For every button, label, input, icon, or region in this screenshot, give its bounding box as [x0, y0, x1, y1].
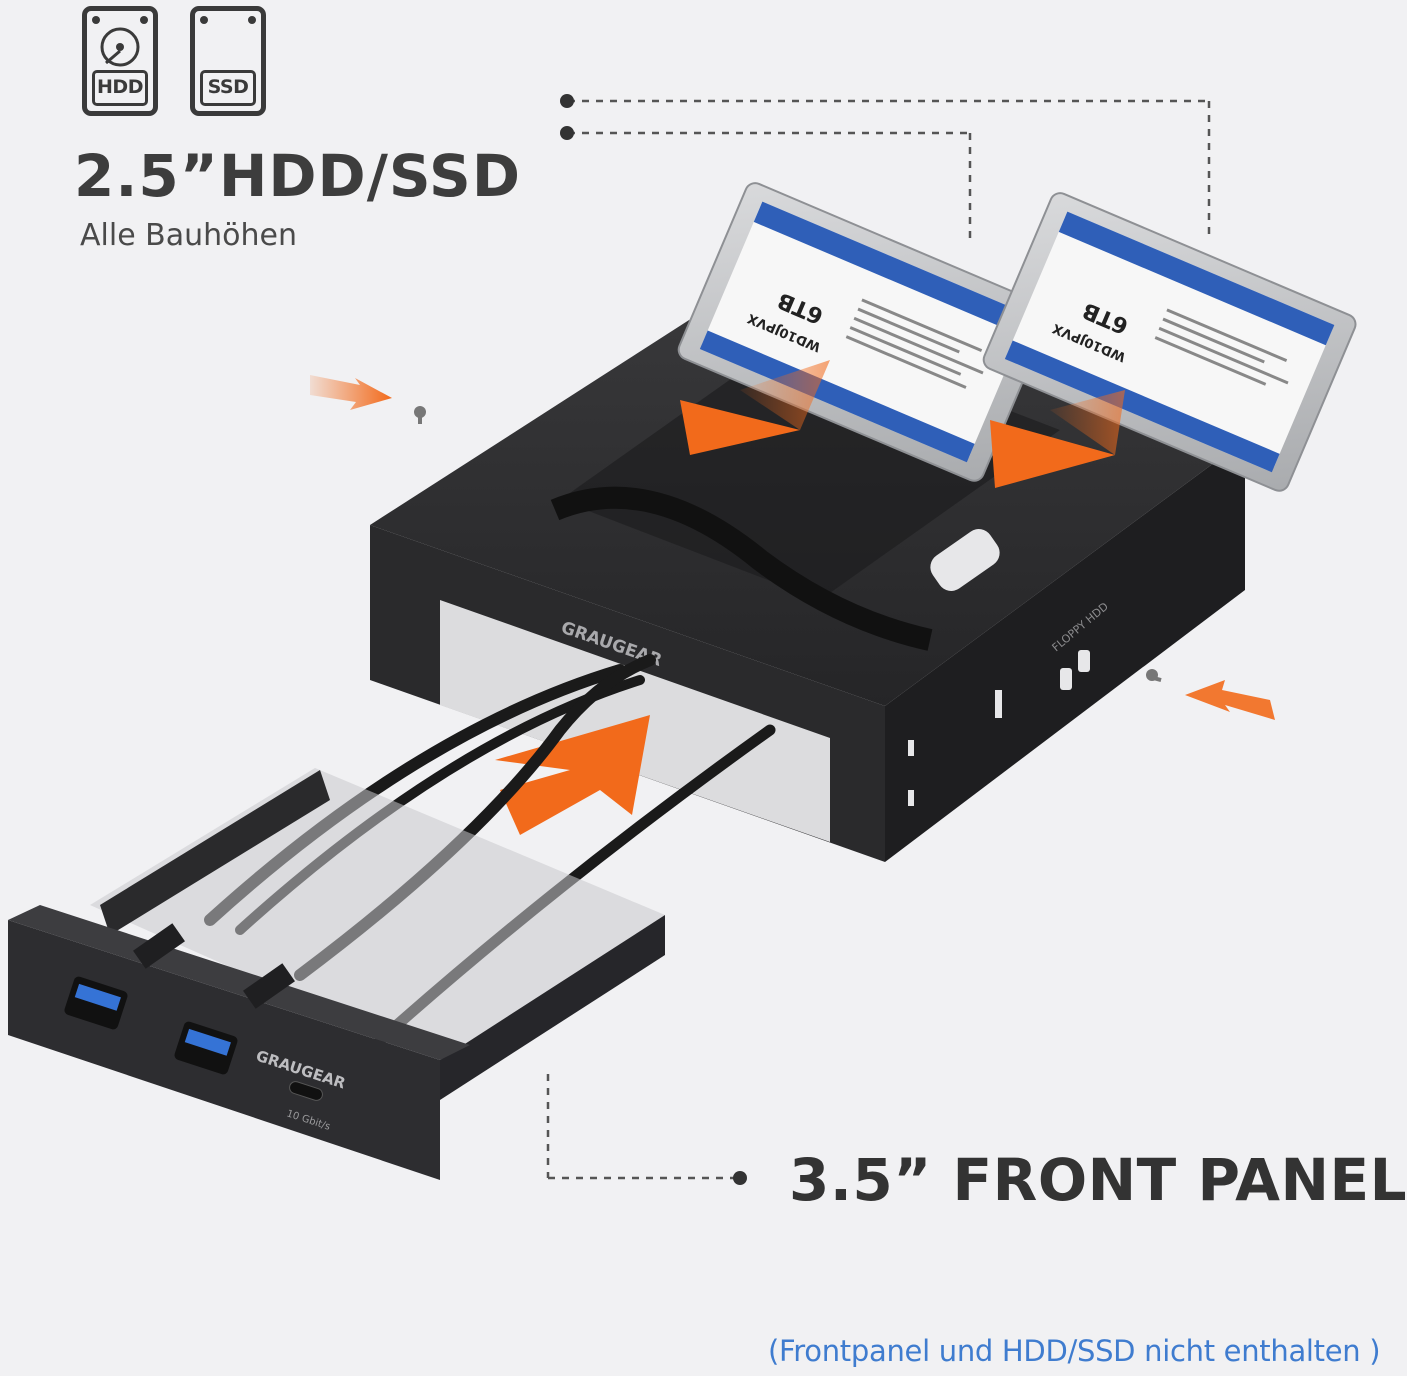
hdd-icon-label: HDD [92, 70, 148, 106]
screw-right [1146, 669, 1162, 682]
hdd-drive-left: 6TB WD10JPVX [677, 182, 1052, 482]
hdd-icon: HDD [82, 6, 158, 116]
leader-dot [733, 1171, 747, 1185]
insert-arrow-right-drive [990, 390, 1125, 488]
front-panel: GRAUGEAR 10 Gbit/s [8, 768, 665, 1180]
drive-size-heading: 2.5”HDD/SSD [74, 142, 521, 210]
screw-left [414, 406, 426, 424]
leader-dot [560, 126, 574, 140]
ssd-icon-label: SSD [200, 70, 256, 106]
leader-dot [560, 94, 574, 108]
hdd-drive-right: 6TB WD10JPVX [982, 192, 1357, 492]
screw-arrow-right [1185, 680, 1275, 720]
ssd-icon: SSD [190, 6, 266, 116]
drive-size-subheading: Alle Bauhöhen [80, 218, 298, 253]
screw-arrow-left [310, 375, 392, 410]
leader-lines [546, 99, 1211, 1180]
front-panel-heading: 3.5” FRONT PANEL [789, 1146, 1407, 1214]
not-included-note: (Frontpanel und HDD/SSD nicht enthalten … [768, 1334, 1381, 1368]
product-illustration: GRAUGEAR FLOPPY HDD 6TB WD10JPVX 6TB WD1… [8, 94, 1357, 1185]
insert-arrow-left-drive [680, 360, 830, 455]
insert-arrow-panel [495, 715, 650, 835]
